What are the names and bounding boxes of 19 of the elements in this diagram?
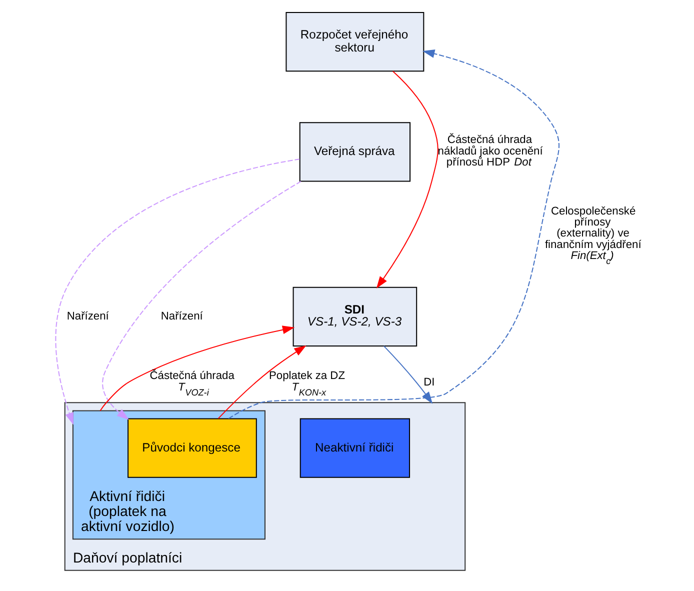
edge-label: Částečná úhrada T$_{VOZ-i}$ <box>149 370 234 398</box>
arrow <box>217 345 306 419</box>
arrow <box>102 180 301 420</box>
edge-label: DI <box>423 376 434 388</box>
edge-label: Nařízení <box>160 310 202 323</box>
arrow <box>99 326 294 411</box>
edge-label: Nařízení <box>66 310 108 323</box>
arrow <box>376 70 438 289</box>
node-box: Neaktivní řidiči <box>299 418 410 478</box>
edge-label: Celospolečenské přínosy (externality) ve finančním vyjádření Fin(Ext$_{c}$) <box>544 205 641 266</box>
node-box: Rozpočet veřejného sektoru <box>285 12 424 72</box>
node-box: Původci kongesce <box>127 418 256 478</box>
arrow <box>228 50 559 420</box>
arrow <box>383 346 432 404</box>
node-box: Veřejná správa <box>298 122 410 182</box>
edge-label: Poplatek za DZ T$_{KON-x}$ <box>268 370 344 398</box>
node-box: SDI VS-1, VS-2, VS-3 <box>292 286 417 347</box>
edge-label: Částečná úhrada nákladů jako ocenění přínosů HDP Dot <box>437 134 542 168</box>
arrow <box>54 158 300 425</box>
